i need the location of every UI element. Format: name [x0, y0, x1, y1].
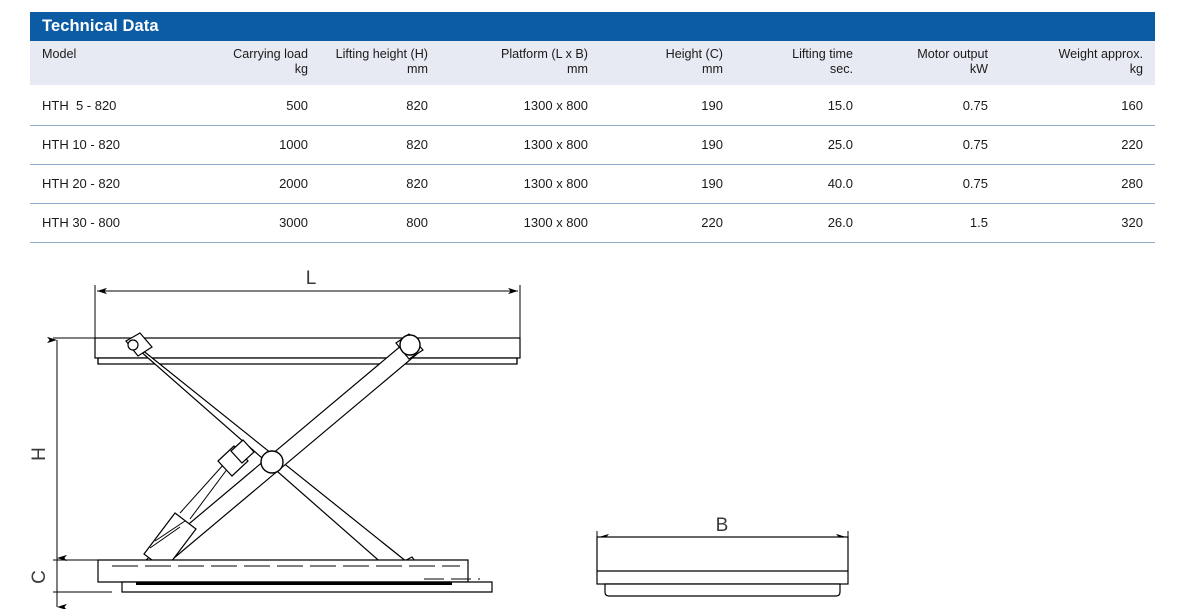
- table-row: HTH 20 - 820 2000 820 1300 x 800 190 40.…: [30, 164, 1155, 204]
- cell-model: HTH 10 - 820: [30, 125, 205, 165]
- top-platform: [94, 337, 521, 365]
- column-header-lifting-height: Lifting height (H) mm: [320, 41, 440, 85]
- cell-model: HTH 30 - 800: [30, 203, 205, 243]
- column-header-height-c-unit: mm: [702, 62, 723, 76]
- page-title: Technical Data: [42, 17, 159, 35]
- cell-model: HTH 20 - 820: [30, 164, 205, 204]
- column-header-carrying-load-label: Carrying load: [233, 47, 308, 61]
- column-header-lifting-time-unit: sec.: [829, 62, 853, 76]
- technical-data-table-block: Technical Data Model Carrying load kg Li…: [30, 12, 1155, 243]
- cell-platform: 1300 x 800: [440, 203, 600, 243]
- cell-lifting-height: 820: [320, 164, 440, 204]
- cell-motor-output: 0.75: [865, 125, 1000, 165]
- technical-data-table: Model Carrying load kg Lifting height (H…: [30, 41, 1155, 243]
- cell-model: HTH 5 - 820: [30, 85, 205, 126]
- end-view-base-skirt: [604, 583, 841, 597]
- cell-height-c: 220: [600, 203, 735, 243]
- dimension-h: H: [29, 336, 112, 562]
- drawing-svg: L H C: [29, 268, 849, 609]
- column-header-weight-label: Weight approx.: [1058, 47, 1143, 61]
- cell-motor-output: 0.75: [865, 85, 1000, 126]
- cell-weight: 160: [1000, 85, 1155, 126]
- base-frame: [97, 559, 493, 593]
- cell-carrying-load: 1000: [205, 125, 320, 165]
- upper-right-roller: [395, 333, 424, 360]
- cell-lifting-time: 26.0: [735, 203, 865, 243]
- dimension-label-b: B: [716, 515, 729, 536]
- column-header-weight: Weight approx. kg: [1000, 41, 1155, 85]
- column-header-motor-output-label: Motor output: [917, 47, 988, 61]
- dimension-label-l: L: [306, 268, 317, 289]
- cell-carrying-load: 2000: [205, 164, 320, 204]
- cell-weight: 220: [1000, 125, 1155, 165]
- technical-data-title-bar: Technical Data: [30, 12, 1155, 41]
- cell-lifting-height: 800: [320, 203, 440, 243]
- scissor-lift-end-view: B: [596, 515, 849, 597]
- technical-drawings: L H C: [0, 255, 1186, 609]
- end-view-platform-body: [596, 536, 849, 585]
- cell-height-c: 190: [600, 125, 735, 165]
- cell-lifting-time: 40.0: [735, 164, 865, 204]
- cell-lifting-time: 15.0: [735, 85, 865, 126]
- center-pivot: [260, 450, 284, 474]
- column-header-lifting-time-label: Lifting time: [792, 47, 853, 61]
- column-header-carrying-load-unit: kg: [294, 62, 308, 76]
- column-header-weight-unit: kg: [1129, 62, 1143, 76]
- scissor-lift-side-view: L H C: [29, 268, 521, 609]
- table-body: HTH 5 - 820 500 820 1300 x 800 190 15.0 …: [30, 85, 1155, 243]
- column-header-model: Model: [30, 41, 205, 85]
- dimension-label-c: C: [29, 570, 50, 584]
- column-header-lifting-time: Lifting time sec.: [735, 41, 865, 85]
- column-header-motor-output: Motor output kW: [865, 41, 1000, 85]
- upper-left-pivot: [125, 332, 153, 357]
- column-header-height-c: Height (C) mm: [600, 41, 735, 85]
- cell-carrying-load: 500: [205, 85, 320, 126]
- table-row: HTH 30 - 800 3000 800 1300 x 800 220 26.…: [30, 203, 1155, 243]
- dimension-label-h: H: [29, 447, 50, 461]
- cell-platform: 1300 x 800: [440, 85, 600, 126]
- cell-lifting-height: 820: [320, 85, 440, 126]
- hydraulic-cylinder: [143, 439, 255, 571]
- cell-motor-output: 0.75: [865, 164, 1000, 204]
- cell-weight: 320: [1000, 203, 1155, 243]
- cell-carrying-load: 3000: [205, 203, 320, 243]
- column-header-platform-unit: mm: [567, 62, 588, 76]
- cell-height-c: 190: [600, 164, 735, 204]
- cell-motor-output: 1.5: [865, 203, 1000, 243]
- column-header-lifting-height-unit: mm: [407, 62, 428, 76]
- column-header-height-c-label: Height (C): [665, 47, 723, 61]
- column-header-lifting-height-label: Lifting height (H): [335, 47, 428, 61]
- cell-platform: 1300 x 800: [440, 125, 600, 165]
- column-header-carrying-load: Carrying load kg: [205, 41, 320, 85]
- table-row: HTH 10 - 820 1000 820 1300 x 800 190 25.…: [30, 125, 1155, 165]
- column-header-motor-output-unit: kW: [969, 62, 988, 76]
- table-header-row: Model Carrying load kg Lifting height (H…: [30, 41, 1155, 85]
- table-row: HTH 5 - 820 500 820 1300 x 800 190 15.0 …: [30, 85, 1155, 126]
- cell-height-c: 190: [600, 85, 735, 126]
- column-header-model-label: Model: [42, 47, 77, 61]
- cell-weight: 280: [1000, 164, 1155, 204]
- cell-lifting-height: 820: [320, 125, 440, 165]
- column-header-platform: Platform (L x B) mm: [440, 41, 600, 85]
- cell-platform: 1300 x 800: [440, 164, 600, 204]
- cell-lifting-time: 25.0: [735, 125, 865, 165]
- column-header-platform-label: Platform (L x B): [500, 47, 588, 61]
